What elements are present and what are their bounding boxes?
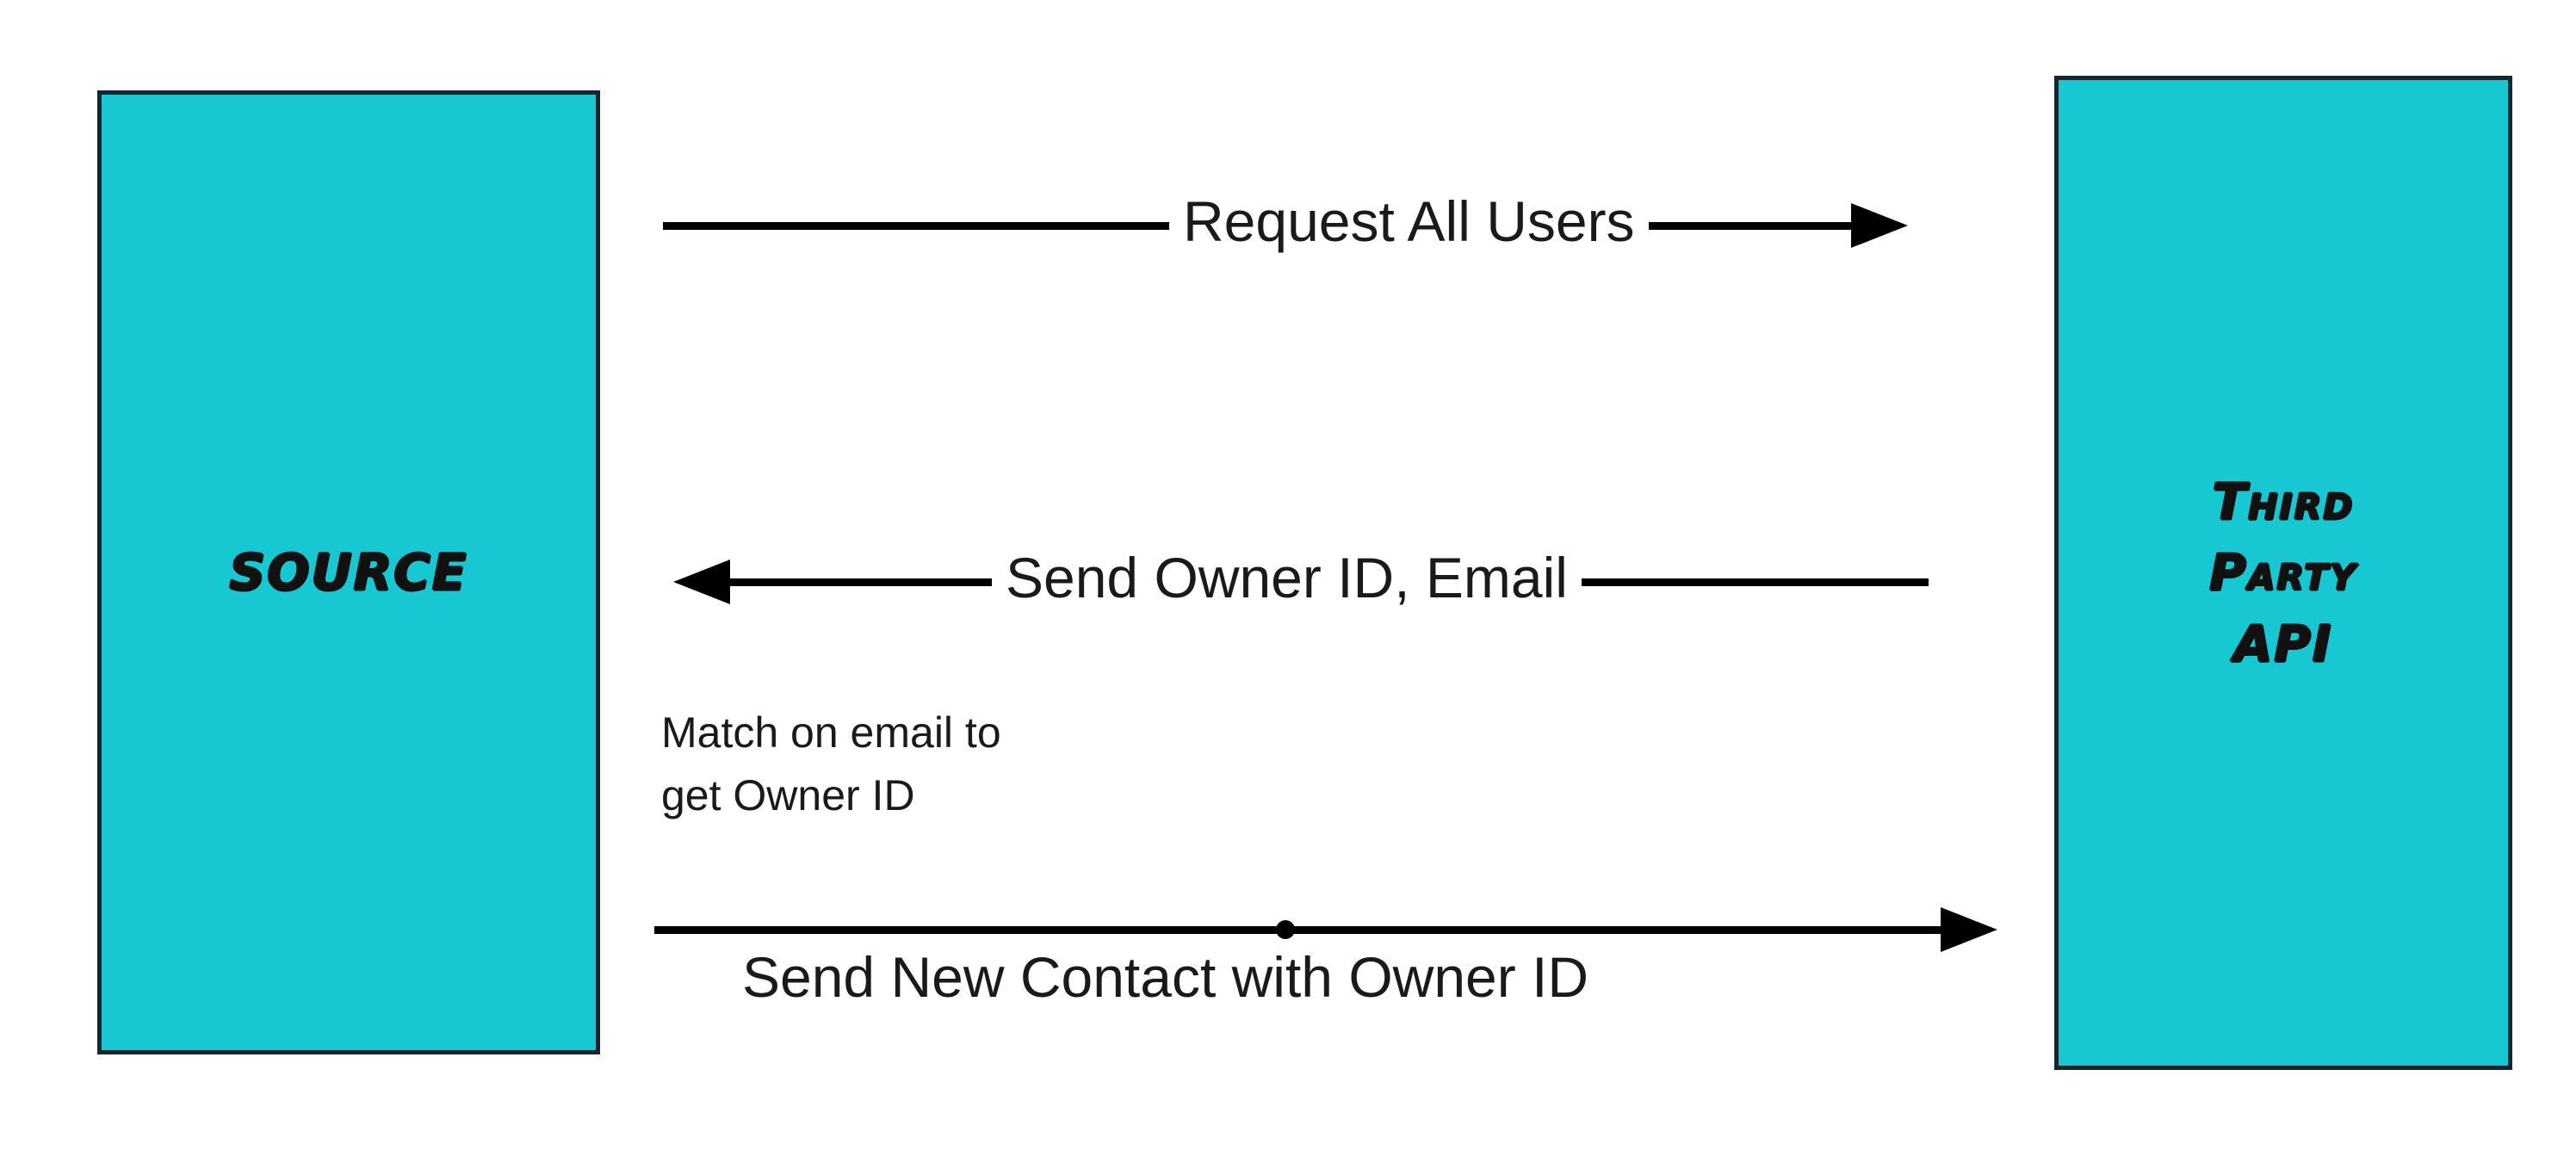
node-source[interactable]: SOURCE — [97, 90, 600, 1054]
message-label: Send New Contact with Owner ID — [742, 945, 1589, 1009]
message-label: Send Owner ID, Email — [992, 549, 1582, 606]
node-third-party[interactable]: Third Party API — [2054, 76, 2512, 1070]
arrow-head-right-icon — [1851, 203, 1908, 248]
arrow-head-right-icon — [1941, 907, 1997, 952]
line-midpoint-dot-icon — [1276, 920, 1295, 939]
message-label: Request All Users — [1169, 193, 1649, 250]
message-line — [654, 926, 1946, 934]
note-match-on-email: Match on email to get Owner ID — [661, 708, 1001, 819]
node-third-party-label: Third Party API — [2209, 472, 2357, 673]
arrow-head-left-icon — [673, 560, 730, 604]
node-source-label: SOURCE — [229, 542, 468, 602]
